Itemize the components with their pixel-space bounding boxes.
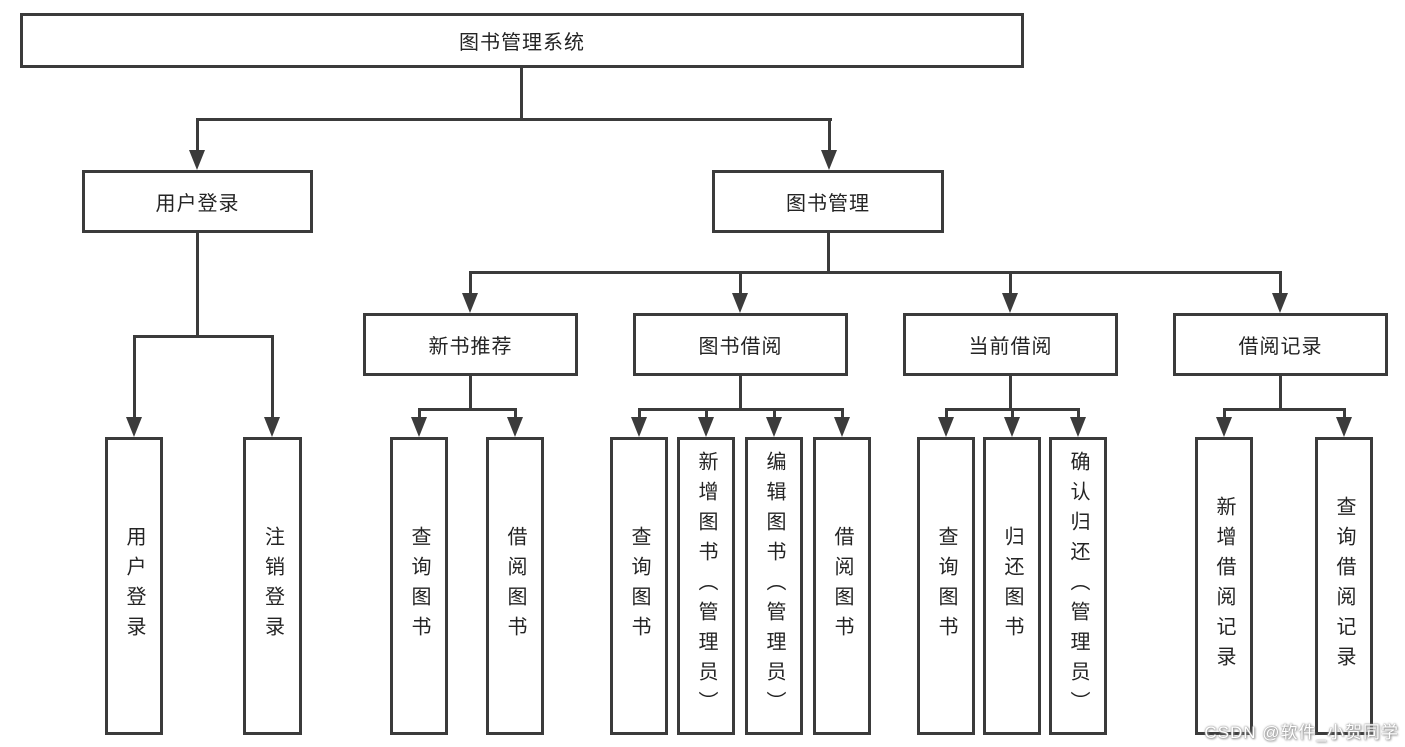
connector-arrow-down <box>1002 293 1018 313</box>
connector-line <box>514 408 517 422</box>
leaf-query-borrow-record: 查询借阅记录 <box>1315 437 1373 735</box>
leaf-add-book-admin: 新增图书（管理员） <box>677 437 735 735</box>
connector-line <box>1077 408 1080 422</box>
connector-arrow-down <box>1216 417 1232 437</box>
leaf-add-borrow-record-label: 新增借阅记录 <box>1213 496 1235 676</box>
connector-line <box>418 408 517 411</box>
connector-line <box>739 376 742 410</box>
leaf-logout: 注销登录 <box>243 437 302 735</box>
connector-line <box>418 408 421 422</box>
connector-arrow-down <box>698 417 714 437</box>
leaf-query-borrow-record-label: 查询借阅记录 <box>1333 496 1355 676</box>
connector-arrow-down <box>1336 417 1352 437</box>
connector-line <box>196 118 199 153</box>
connector-line <box>638 408 844 411</box>
node-user-login: 用户登录 <box>82 170 313 233</box>
leaf-user-login: 用户登录 <box>105 437 163 735</box>
connector-line <box>1343 408 1346 422</box>
connector-line <box>1279 271 1282 297</box>
node-book-management-label: 图书管理 <box>786 193 870 215</box>
connector-line <box>133 335 274 338</box>
leaf-add-borrow-record: 新增借阅记录 <box>1195 437 1253 735</box>
connector-line <box>469 271 472 297</box>
node-book-borrow-label: 图书借阅 <box>698 336 783 358</box>
leaf-borrow-books-1-label: 借阅图书 <box>504 526 526 646</box>
connector-arrow-down <box>264 417 280 437</box>
connector-line <box>133 335 136 421</box>
leaf-confirm-return-admin: 确认归还（管理员） <box>1049 437 1107 735</box>
connector-line <box>196 118 832 121</box>
connector-arrow-down <box>1004 417 1020 437</box>
connector-arrow-down <box>821 150 837 170</box>
connector-line <box>638 408 641 422</box>
leaf-query-books-2-label: 查询图书 <box>628 526 650 646</box>
leaf-add-book-admin-label: 新增图书（管理员） <box>695 451 717 721</box>
csdn-watermark: CSDN @软件_小贺同学 <box>1204 723 1399 742</box>
connector-line <box>1009 376 1012 410</box>
leaf-edit-book-admin: 编辑图书（管理员） <box>745 437 803 735</box>
connector-line <box>705 408 708 422</box>
connector-arrow-down <box>411 417 427 437</box>
connector-line <box>1223 408 1346 411</box>
leaf-return-book: 归还图书 <box>983 437 1041 735</box>
connector-arrow-down <box>732 293 748 313</box>
leaf-edit-book-admin-label: 编辑图书（管理员） <box>763 451 785 721</box>
node-borrow-records: 借阅记录 <box>1173 313 1388 376</box>
node-book-borrow: 图书借阅 <box>633 313 848 376</box>
connector-line <box>520 68 523 119</box>
connector-line <box>196 233 199 336</box>
connector-arrow-down <box>1272 293 1288 313</box>
node-root: 图书管理系统 <box>20 13 1024 68</box>
connector-arrow-down <box>126 417 142 437</box>
node-current-borrow: 当前借阅 <box>903 313 1118 376</box>
leaf-logout-label: 注销登录 <box>261 526 284 646</box>
leaf-query-books-1: 查询图书 <box>390 437 448 735</box>
connector-line <box>271 335 274 421</box>
connector-line <box>828 118 831 153</box>
leaf-query-books-3: 查询图书 <box>917 437 975 735</box>
connector-line <box>945 408 948 422</box>
leaf-borrow-books-2-label: 借阅图书 <box>831 526 853 646</box>
leaf-query-books-2: 查询图书 <box>610 437 668 735</box>
connector-line <box>1011 408 1014 422</box>
leaf-borrow-books-1: 借阅图书 <box>486 437 544 735</box>
node-current-borrow-label: 当前借阅 <box>968 336 1053 358</box>
leaf-query-books-3-label: 查询图书 <box>935 526 957 646</box>
leaf-confirm-return-admin-label: 确认归还（管理员） <box>1067 451 1089 721</box>
connector-arrow-down <box>189 150 205 170</box>
connector-line <box>469 376 472 410</box>
leaf-borrow-books-2: 借阅图书 <box>813 437 871 735</box>
connector-arrow-down <box>938 417 954 437</box>
node-new-book-recommend: 新书推荐 <box>363 313 578 376</box>
connector-arrow-down <box>507 417 523 437</box>
connector-arrow-down <box>462 293 478 313</box>
connector-line <box>1009 271 1012 297</box>
node-borrow-records-label: 借阅记录 <box>1238 336 1323 358</box>
connector-line <box>1279 376 1282 410</box>
leaf-user-login-label: 用户登录 <box>123 526 145 646</box>
connector-arrow-down <box>1070 417 1086 437</box>
leaf-query-books-1-label: 查询图书 <box>408 526 430 646</box>
connector-line <box>1223 408 1226 422</box>
connector-arrow-down <box>834 417 850 437</box>
connector-line <box>469 271 1282 274</box>
node-new-book-recommend-label: 新书推荐 <box>428 336 513 358</box>
connector-line <box>773 408 776 422</box>
connector-arrow-down <box>766 417 782 437</box>
connector-line <box>841 408 844 422</box>
node-book-management: 图书管理 <box>712 170 944 233</box>
node-user-login-label: 用户登录 <box>155 193 240 215</box>
connector-line <box>827 233 830 273</box>
leaf-return-book-label: 归还图书 <box>1001 526 1023 646</box>
node-root-label: 图书管理系统 <box>459 32 585 54</box>
connector-line <box>739 271 742 297</box>
connector-arrow-down <box>631 417 647 437</box>
